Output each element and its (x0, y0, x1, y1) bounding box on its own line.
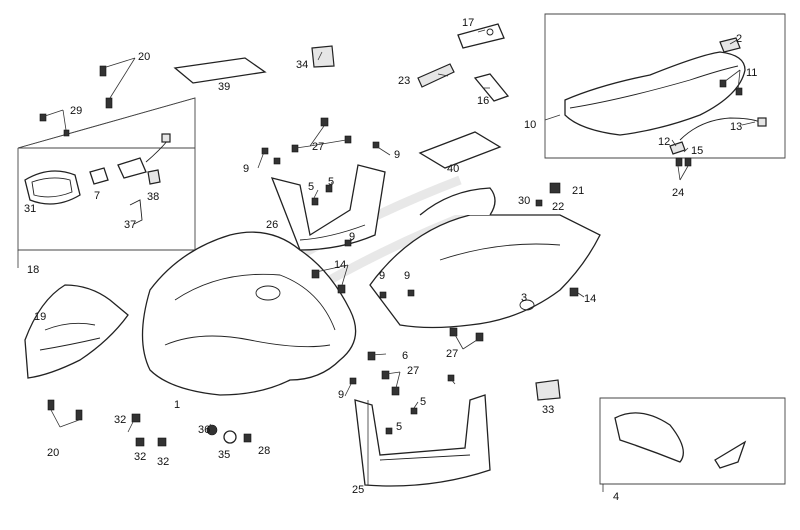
label-6: 6 (402, 350, 408, 362)
label-34: 34 (296, 59, 308, 71)
part-25-footrest (354, 394, 491, 487)
label-13: 13 (730, 121, 742, 133)
label-12: 12 (658, 136, 670, 148)
group-box-seat-10 (544, 13, 786, 159)
label-15: 15 (691, 145, 703, 157)
label-32-a: 32 (114, 414, 126, 426)
label-24: 24 (672, 187, 684, 199)
label-23: 23 (398, 75, 410, 87)
part-3-rear-fender (369, 187, 601, 329)
label-19: 19 (34, 311, 46, 323)
label-29: 29 (70, 105, 82, 117)
part-4-decals (614, 412, 747, 469)
callout-labels: 20 39 34 29 17 23 16 2 11 10 13 12 15 24… (24, 17, 757, 503)
label-17: 17 (462, 17, 474, 29)
label-32-c: 32 (157, 456, 169, 468)
label-20-bottom: 20 (47, 447, 59, 459)
label-7: 7 (94, 190, 100, 202)
fastener-group (39, 65, 743, 447)
label-32-b: 32 (134, 451, 146, 463)
label-31: 31 (24, 203, 36, 215)
label-14-b: 14 (584, 293, 596, 305)
label-14-a: 14 (334, 259, 346, 271)
label-11: 11 (746, 67, 757, 79)
label-20-top: 20 (138, 51, 150, 63)
part-33-label (535, 379, 561, 401)
part-16-holder (473, 73, 510, 102)
part-40-plate (418, 131, 502, 169)
part-23-reflector (417, 63, 455, 88)
group-box-headlight-18 (17, 97, 196, 251)
label-26: 26 (266, 219, 278, 231)
label-9-e: 9 (404, 270, 410, 282)
part-19-front-grille (24, 284, 129, 379)
part-39-label-plate (173, 57, 267, 84)
label-38: 38 (147, 191, 159, 203)
label-27-top: 27 (312, 141, 324, 153)
label-5-c: 5 (420, 396, 426, 408)
label-27-mid: 27 (446, 348, 458, 360)
label-30: 30 (518, 195, 530, 207)
label-37: 37 (124, 219, 136, 231)
label-9-f: 9 (338, 389, 344, 401)
part-38-clip (147, 169, 161, 185)
part-8-socket (117, 133, 171, 179)
label-27-low: 27 (407, 365, 419, 377)
label-4: 4 (613, 491, 619, 503)
label-9-a: 9 (243, 163, 249, 175)
label-2: 2 (736, 33, 742, 45)
label-5-b: 5 (328, 176, 334, 188)
part-26-center-panel (270, 164, 386, 251)
label-36: 36 (198, 424, 210, 436)
label-25: 25 (352, 484, 364, 496)
label-22: 22 (552, 201, 564, 213)
label-9-d: 9 (379, 270, 385, 282)
label-9-c: 9 (349, 231, 355, 243)
label-5-d: 5 (396, 421, 402, 433)
part-31-headlight (24, 170, 81, 205)
label-16: 16 (477, 95, 489, 107)
label-35: 35 (218, 449, 230, 461)
label-33: 33 (542, 404, 554, 416)
part-34-label (311, 45, 335, 68)
part-12-13-seat-switch (669, 117, 767, 155)
label-18: 18 (27, 264, 39, 276)
part-37-bracket (129, 199, 143, 225)
part-1-front-fender (141, 231, 357, 396)
part-7-bulb (89, 167, 109, 185)
label-3: 3 (521, 292, 527, 304)
part-10-seat (564, 37, 746, 136)
label-40: 40 (447, 163, 459, 175)
leader-lines (17, 29, 756, 492)
label-9-b: 9 (394, 149, 400, 161)
label-39: 39 (218, 81, 230, 93)
label-5-a: 5 (308, 181, 314, 193)
label-10: 10 (524, 119, 536, 131)
label-1: 1 (174, 399, 180, 411)
group-box-decals-4 (599, 397, 786, 485)
label-28: 28 (258, 445, 270, 457)
label-21: 21 (572, 185, 584, 197)
